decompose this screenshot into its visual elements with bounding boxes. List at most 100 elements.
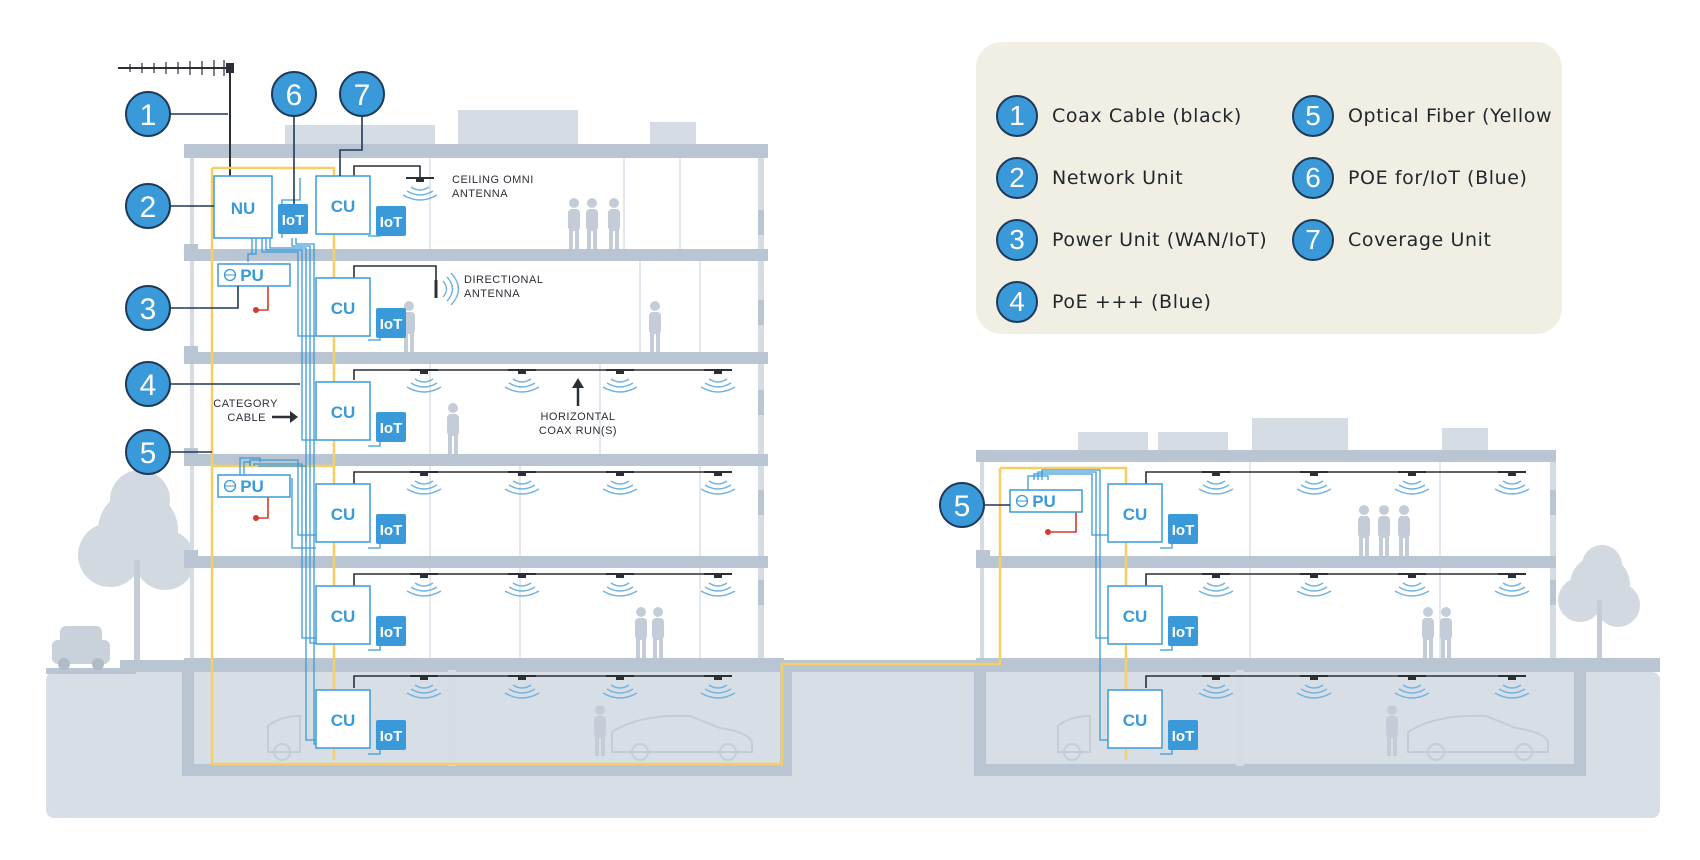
svg-text:CU: CU: [1123, 711, 1148, 730]
legend-label: Network Unit: [1052, 167, 1184, 189]
legend-badge: 3: [996, 219, 1038, 261]
svg-text:IoT: IoT: [380, 316, 403, 333]
coverage-unit: CU IoT: [1107, 585, 1198, 646]
legend-item-poe-iot: 6 POE for/IoT (Blue): [1292, 155, 1528, 201]
svg-text:7: 7: [354, 79, 371, 112]
svg-text:3: 3: [140, 293, 157, 326]
directional-label: DIRECTIONAL: [464, 274, 543, 286]
directional-antenna: [434, 272, 460, 306]
badge-4: 4: [125, 361, 171, 407]
svg-text:CU: CU: [331, 505, 356, 524]
street-surface: [46, 668, 136, 674]
horizontal-coax-label: HORIZONTAL: [540, 411, 615, 423]
power-dot: [253, 515, 259, 521]
coverage-unit: CU IoT: [315, 585, 406, 646]
svg-text:CU: CU: [331, 403, 356, 422]
svg-text:IoT: IoT: [380, 522, 403, 539]
power-lines: [256, 284, 1077, 533]
power-unit: PU: [1009, 489, 1083, 513]
ground: [46, 672, 1660, 818]
svg-text:IoT: IoT: [380, 214, 403, 231]
category-cable-label: CABLE: [227, 412, 266, 424]
badge-1: 1: [125, 91, 171, 137]
coverage-unit: CU IoT: [315, 381, 406, 442]
legend-label: Power Unit (WAN/IoT): [1052, 229, 1268, 251]
svg-text:IoT: IoT: [380, 420, 403, 437]
badge-6: 6: [271, 71, 317, 117]
badge-2: 2: [125, 183, 171, 229]
legend-badge: 1: [996, 95, 1038, 137]
svg-text:PU: PU: [240, 266, 264, 285]
power-unit: PU: [217, 474, 291, 498]
svg-text:CU: CU: [1123, 607, 1148, 626]
network-unit: NU: [213, 175, 273, 239]
category-cable-label: CATEGORY: [213, 398, 278, 410]
right-building: [974, 418, 1660, 776]
nu-label: NU: [231, 199, 256, 218]
svg-text:PU: PU: [1032, 492, 1056, 511]
svg-text:IoT: IoT: [380, 728, 403, 745]
coverage-unit: CU IoT: [1107, 483, 1198, 544]
legend-item-coax-cable: 1 Coax Cable (black): [996, 93, 1242, 139]
badge-3: 3: [125, 285, 171, 331]
svg-text:IoT: IoT: [1172, 624, 1195, 641]
svg-text:4: 4: [140, 369, 157, 402]
svg-text:2: 2: [140, 191, 157, 224]
ceiling-omni-antenna-roof: [402, 177, 438, 201]
legend-label: Coax Cable (black): [1052, 105, 1242, 127]
legend-label: Coverage Unit: [1348, 229, 1492, 251]
svg-text:6: 6: [286, 79, 303, 112]
legend-badge: 7: [1292, 219, 1334, 261]
svg-text:1: 1: [140, 99, 157, 132]
ceiling-omni-label: ANTENNA: [452, 188, 508, 200]
svg-text:CU: CU: [331, 711, 356, 730]
legend-badge: 2: [996, 157, 1038, 199]
legend-item-power-unit: 3 Power Unit (WAN/IoT): [996, 217, 1267, 263]
directional-label: ANTENNA: [464, 288, 520, 300]
left-building: [118, 60, 792, 776]
horizontal-arrow: [572, 378, 584, 406]
svg-text:IoT: IoT: [1172, 522, 1195, 539]
coverage-unit: CU IoT: [315, 689, 406, 750]
poe-cables: [239, 178, 1173, 755]
car-street: [52, 626, 110, 670]
badge-7: 7: [339, 71, 385, 117]
svg-text:IoT: IoT: [380, 624, 403, 641]
tree-right: [1558, 545, 1640, 660]
legend-item-network-unit: 2 Network Unit: [996, 155, 1183, 201]
badge-5-right: 5: [939, 482, 985, 528]
legend-item-optical-fiber: 5 Optical Fiber (Yellow: [1292, 93, 1552, 139]
coverage-unit: CU IoT: [315, 277, 406, 338]
legend-badge: 5: [1292, 95, 1334, 137]
iot-module: IoT: [278, 204, 308, 234]
coverage-unit: CU IoT: [315, 483, 406, 544]
coax-cables: [353, 165, 1514, 688]
svg-text:5: 5: [954, 490, 971, 523]
badge-5: 5: [125, 429, 171, 475]
horizontal-coax-label: COAX RUN(S): [539, 425, 617, 437]
legend-item-coverage-unit: 7 Coverage Unit: [1292, 217, 1492, 263]
ceiling-omni-label: CEILING OMNI: [452, 174, 534, 186]
svg-text:CU: CU: [331, 299, 356, 318]
svg-text:CU: CU: [331, 197, 356, 216]
legend-badge: 6: [1292, 157, 1334, 199]
legend-label: Optical Fiber (Yellow: [1348, 105, 1553, 127]
category-arrow: [272, 411, 298, 423]
tree-left: [78, 470, 195, 660]
legend-badge: 4: [996, 281, 1038, 323]
coverage-unit: CU IoT: [315, 175, 406, 236]
legend-label: PoE +++ (Blue): [1052, 291, 1212, 313]
legend-item-poe: 4 PoE +++ (Blue): [996, 279, 1212, 325]
power-dot: [1045, 529, 1051, 535]
legend-panel: 1 Coax Cable (black) 2 Network Unit 3 Po…: [976, 42, 1562, 334]
legend-label: POE for/IoT (Blue): [1348, 167, 1528, 189]
callout-lines: [170, 113, 1010, 506]
svg-text:5: 5: [140, 437, 157, 470]
power-dot: [253, 307, 259, 313]
power-unit: PU: [217, 263, 291, 287]
svg-text:IoT: IoT: [282, 212, 305, 229]
svg-text:CU: CU: [331, 607, 356, 626]
svg-text:CU: CU: [1123, 505, 1148, 524]
svg-text:IoT: IoT: [1172, 728, 1195, 745]
